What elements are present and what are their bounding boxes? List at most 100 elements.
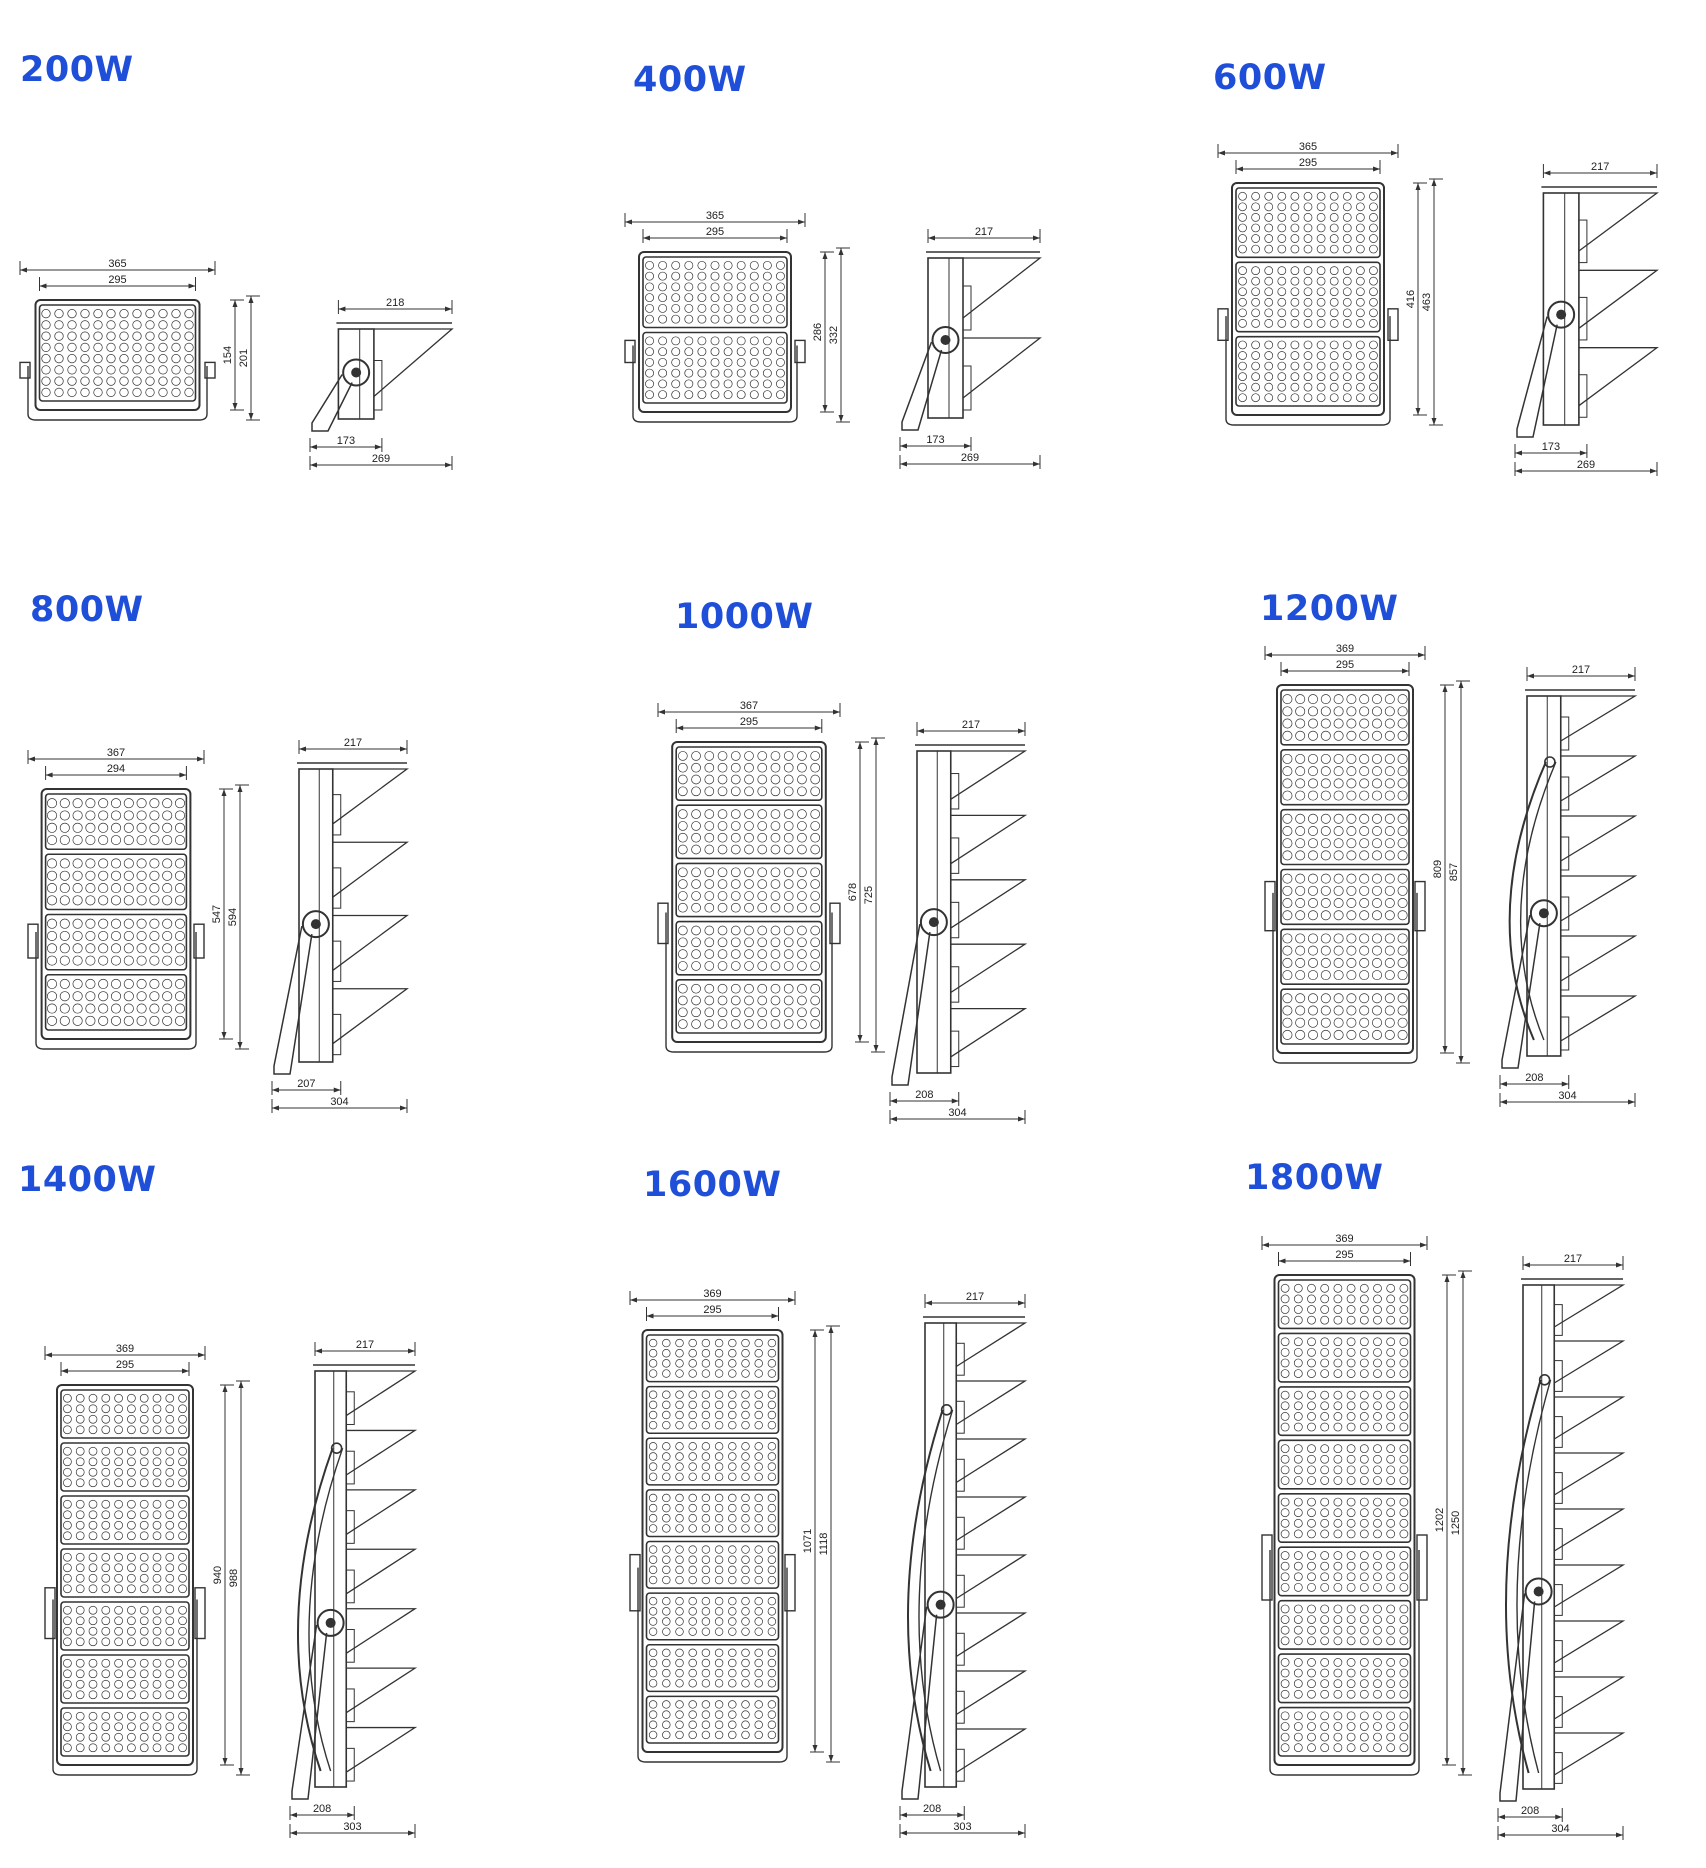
led-chip bbox=[762, 293, 772, 303]
led-chip bbox=[1384, 898, 1395, 909]
led-chip bbox=[717, 902, 728, 913]
led-chip bbox=[776, 314, 785, 324]
led-chip bbox=[1333, 1615, 1343, 1624]
led-chip bbox=[98, 798, 109, 809]
led-chip bbox=[783, 995, 794, 1006]
led-chip bbox=[728, 1700, 737, 1709]
led-chip bbox=[1346, 1497, 1356, 1507]
led-chip bbox=[75, 1414, 85, 1424]
led-chip bbox=[152, 1711, 162, 1721]
led-chip bbox=[662, 1493, 671, 1503]
led-chip bbox=[757, 995, 768, 1006]
led-module bbox=[60, 1654, 190, 1704]
led-chip bbox=[1342, 191, 1352, 201]
led-chip bbox=[88, 1404, 98, 1414]
driver-box bbox=[955, 1748, 965, 1782]
led-chip bbox=[174, 991, 186, 1002]
led-chip bbox=[165, 1499, 175, 1509]
led-chip bbox=[1386, 1582, 1396, 1592]
housing bbox=[40, 788, 192, 1040]
led-chip bbox=[675, 1359, 684, 1368]
led-chip bbox=[1238, 382, 1247, 392]
led-chip bbox=[770, 902, 781, 913]
led-chip bbox=[1290, 382, 1300, 392]
led-chip bbox=[1329, 308, 1339, 318]
led-chip bbox=[701, 1462, 711, 1471]
led-chip bbox=[1346, 1029, 1357, 1040]
led-chip bbox=[1320, 910, 1331, 921]
led-chip bbox=[1346, 1561, 1356, 1571]
led-chip bbox=[728, 1369, 737, 1378]
led-chip bbox=[1359, 1294, 1369, 1304]
front-outer-height: 594 bbox=[227, 908, 239, 926]
led-chip bbox=[1280, 1732, 1290, 1742]
led-chip bbox=[754, 1700, 763, 1709]
led-chip bbox=[63, 1510, 72, 1520]
led-chip bbox=[1282, 970, 1293, 981]
led-chip bbox=[741, 1524, 750, 1533]
side-bracket bbox=[1261, 1534, 1273, 1601]
led-chip bbox=[1293, 1412, 1303, 1421]
led-chip bbox=[797, 937, 807, 948]
dim-arrow bbox=[198, 1352, 205, 1358]
front-inner-height: 154 bbox=[222, 346, 234, 364]
led-chip bbox=[677, 983, 688, 994]
led-chip bbox=[797, 925, 807, 936]
pivot-center bbox=[351, 367, 362, 378]
led-chip bbox=[1373, 1689, 1382, 1699]
dim-arrow bbox=[310, 444, 317, 450]
led-chip bbox=[85, 943, 96, 954]
led-chip bbox=[1359, 1722, 1369, 1731]
led-chip bbox=[697, 314, 707, 324]
led-chip bbox=[1346, 730, 1357, 741]
led-chip bbox=[1320, 1422, 1330, 1432]
led-chip bbox=[1397, 885, 1408, 896]
led-chip bbox=[704, 1019, 715, 1029]
led-chip bbox=[1307, 1454, 1316, 1464]
led-chip bbox=[754, 1545, 763, 1554]
dim-arrow bbox=[179, 772, 187, 778]
led-chip bbox=[677, 925, 688, 936]
led-chip bbox=[648, 1420, 658, 1430]
led-chip bbox=[1320, 993, 1331, 1004]
led-chip bbox=[1282, 825, 1293, 836]
led-chip bbox=[1359, 1497, 1369, 1507]
led-chip bbox=[127, 1711, 136, 1721]
led-chip bbox=[1303, 287, 1313, 297]
led-chip bbox=[1369, 393, 1378, 403]
led-chip bbox=[1238, 266, 1247, 275]
led-chip bbox=[1359, 730, 1370, 741]
led-chip bbox=[1293, 1476, 1303, 1485]
led-chip bbox=[93, 376, 103, 386]
led-chip bbox=[54, 376, 64, 386]
led-chip bbox=[1346, 1369, 1356, 1378]
led-chip bbox=[717, 867, 728, 878]
led-chip bbox=[1320, 1017, 1331, 1028]
led-chip bbox=[1373, 1337, 1382, 1347]
led-chip bbox=[671, 271, 681, 281]
led-chip bbox=[797, 879, 807, 889]
led-chip bbox=[1372, 970, 1382, 981]
led-chip bbox=[1293, 1732, 1303, 1742]
led-chip bbox=[1369, 351, 1378, 360]
mount-frame bbox=[665, 912, 833, 1053]
led-chip bbox=[75, 1446, 85, 1456]
led-chip bbox=[101, 1393, 111, 1403]
led-chip bbox=[730, 751, 741, 761]
led-chip bbox=[1333, 790, 1344, 801]
led-chip bbox=[1333, 1572, 1343, 1582]
led-chip bbox=[1372, 825, 1382, 836]
led-chip bbox=[178, 1690, 187, 1700]
led-chip bbox=[75, 1584, 85, 1594]
led-chip bbox=[75, 1732, 85, 1742]
led-chip bbox=[54, 331, 64, 341]
led-chip bbox=[754, 1720, 763, 1729]
led-chip bbox=[127, 1573, 136, 1583]
led-chip bbox=[704, 925, 715, 936]
driver-box bbox=[1578, 296, 1588, 341]
led-chip bbox=[123, 822, 134, 833]
led-chip bbox=[1295, 718, 1306, 729]
side-top-width: 217 bbox=[344, 737, 362, 749]
led-chip bbox=[174, 1015, 186, 1026]
visor bbox=[1553, 1508, 1626, 1552]
